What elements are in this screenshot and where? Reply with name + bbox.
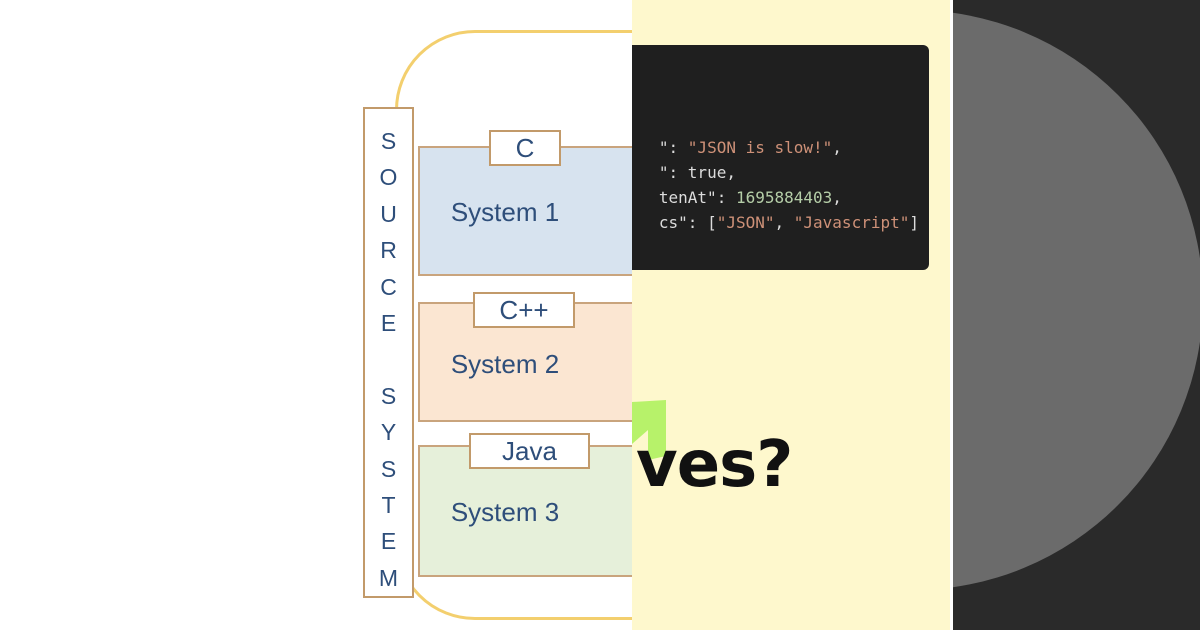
vertical-letter: S xyxy=(380,128,397,154)
code-token: "JSON is slow!" xyxy=(687,138,833,157)
code-line: ": "JSON is slow!", xyxy=(659,135,919,160)
code-token: 1695884403 xyxy=(735,188,833,207)
code-token: "Javascript" xyxy=(793,213,910,232)
code-token: cs" xyxy=(658,213,688,232)
vertical-letter: T xyxy=(381,491,396,518)
vertical-letter: O xyxy=(379,164,398,191)
vertical-letter: R xyxy=(380,237,397,264)
code-token: " xyxy=(658,163,669,182)
vertical-letter: Y xyxy=(380,419,397,446)
lang-tab-java: Java xyxy=(469,433,590,469)
system-3-label: System 3 xyxy=(450,497,560,527)
dark-panel xyxy=(950,0,1200,630)
code-token: : xyxy=(716,188,736,207)
vertical-letter: E xyxy=(380,528,397,555)
code-line: cs": ["JSON", "Javascript"] xyxy=(659,210,919,235)
code-token: " xyxy=(658,138,669,157)
code-token: , xyxy=(832,188,842,207)
vertical-letter: S xyxy=(380,382,397,409)
code-token: : xyxy=(668,138,688,157)
code-token: : [ xyxy=(687,213,717,232)
code-token: ] xyxy=(909,213,919,232)
grey-circle-shape xyxy=(953,10,1200,590)
lang-tab-c: C xyxy=(489,130,561,166)
vertical-letter xyxy=(385,341,391,377)
code-card: ": "JSON is slow!",": true,tenAt": 16958… xyxy=(632,45,929,270)
system-1-box: System 1 xyxy=(418,146,634,276)
system-2-label: System 2 xyxy=(450,349,560,379)
code-token: : true, xyxy=(668,163,736,182)
vertical-letter: C xyxy=(380,273,397,300)
lang-tab-cpp: C++ xyxy=(473,292,575,328)
code-panel: ": "JSON is slow!",": true,tenAt": 16958… xyxy=(632,0,950,630)
headline-text: ves? xyxy=(636,428,793,502)
code-line: ": true, xyxy=(659,160,919,185)
json-code-block: ": "JSON is slow!",": true,tenAt": 16958… xyxy=(659,135,919,235)
vertical-letter: U xyxy=(380,200,397,227)
code-line: tenAt": 1695884403, xyxy=(659,185,919,210)
vertical-letter: S xyxy=(380,455,397,482)
vertical-letter: E xyxy=(380,309,397,336)
green-arrow-icon xyxy=(632,400,666,460)
code-token: tenAt" xyxy=(658,188,717,207)
vertical-letter: M xyxy=(378,564,399,591)
code-token: , xyxy=(774,213,794,232)
system-1-label: System 1 xyxy=(450,197,560,227)
code-token: , xyxy=(832,138,842,157)
code-token: "JSON" xyxy=(716,213,775,232)
